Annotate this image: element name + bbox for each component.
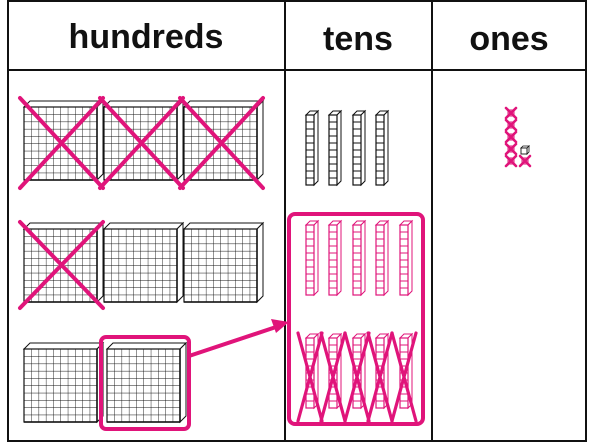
hundred-flat (23, 342, 104, 423)
regroup-arrow (188, 319, 289, 358)
ten-rod (352, 110, 366, 186)
header-hundreds: hundreds (69, 18, 224, 56)
ten-rod (305, 110, 319, 186)
hundred-flat (103, 222, 184, 303)
ten-rod (328, 110, 342, 186)
ten-rod (375, 110, 389, 186)
hundred-flat (183, 222, 264, 303)
one-unit-crossed (504, 142, 518, 156)
cross-out-mark (18, 220, 105, 310)
header-ones: ones (469, 20, 548, 58)
ten-rod (305, 220, 319, 296)
regrouped-flat-highlight (99, 335, 191, 431)
one-unit (520, 145, 530, 155)
ten-rod (375, 220, 389, 296)
one-unit-crossed (504, 106, 518, 120)
table-frame (7, 0, 587, 442)
header-tens: tens (323, 20, 393, 58)
ten-rod (352, 220, 366, 296)
one-unit-crossed (504, 130, 518, 144)
one-unit-crossed (504, 118, 518, 132)
one-unit-crossed (504, 154, 518, 168)
hundred-flat (106, 342, 187, 423)
cross-out-mark (18, 96, 265, 190)
regrouped-tens-highlight (287, 212, 425, 426)
tens-blocks (287, 110, 425, 426)
ten-rod (328, 220, 342, 296)
cross-out-mark (296, 331, 418, 423)
ten-rod (399, 220, 413, 296)
ones-blocks (504, 106, 532, 168)
one-unit-crossed (518, 154, 532, 168)
hundreds-blocks (18, 96, 265, 431)
